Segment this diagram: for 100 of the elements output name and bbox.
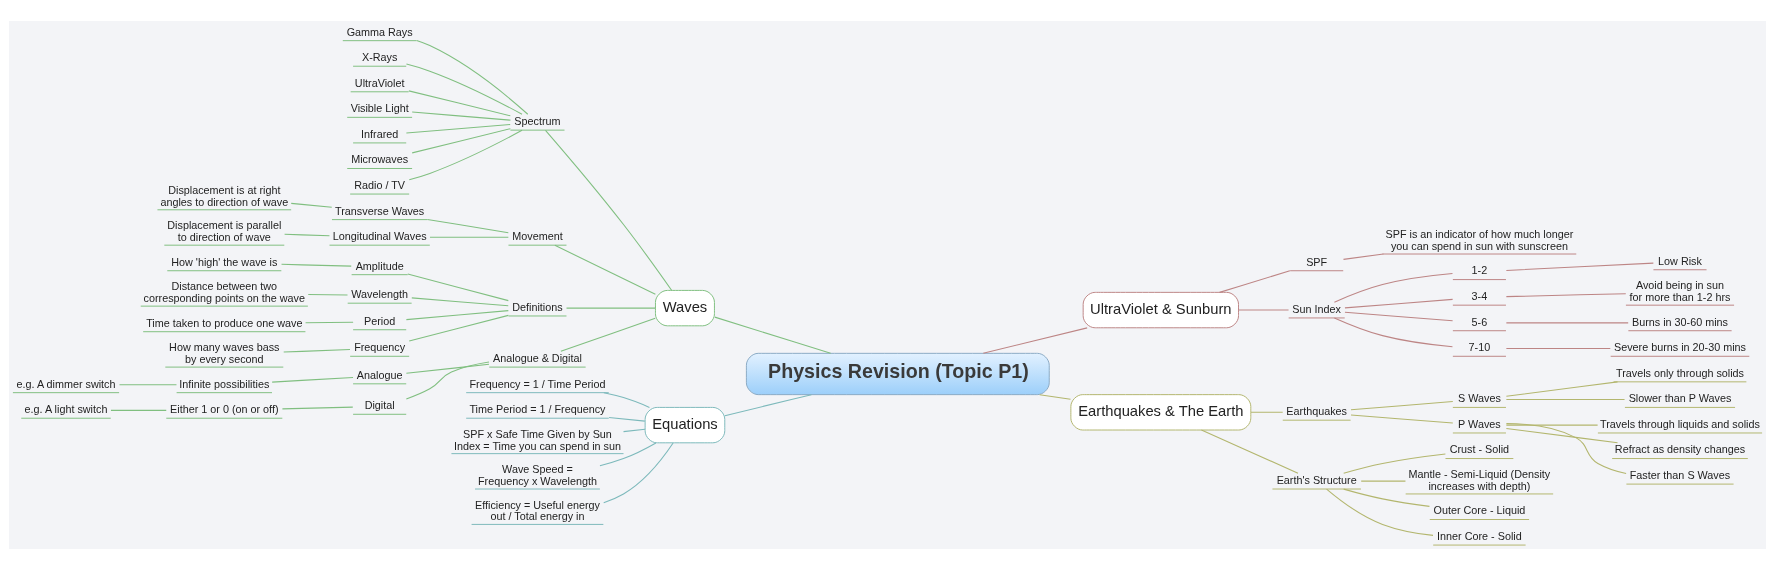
node-text: How 'high' the wave is [171, 255, 278, 268]
connector [1505, 424, 1599, 426]
connector [1238, 309, 1290, 311]
node-text: Inner Core - Solid [1437, 529, 1522, 542]
connector [110, 409, 167, 411]
connector [1505, 322, 1629, 324]
node-text: Outer Core - Liquid [1433, 504, 1526, 517]
connector [118, 384, 177, 386]
node-text: Efficiency = Useful energy out / Total energy in [475, 498, 600, 523]
node-text: Time taken to produce one wave [146, 316, 303, 329]
connector [982, 327, 1088, 354]
node-text: Time Period = 1 / Frequency [469, 403, 606, 416]
node-text: P Waves [1458, 417, 1501, 430]
node-box: UltraViolet & Sunburn [1082, 291, 1239, 329]
node-text: Earth's Structure [1276, 473, 1357, 486]
node-text: S Waves [1458, 392, 1501, 405]
connector [599, 442, 657, 467]
node-text: Displacement is parallel to direction of wave [167, 219, 282, 244]
connector [1326, 488, 1434, 536]
connector [416, 39, 529, 115]
connector [281, 263, 352, 267]
connector [1360, 480, 1406, 482]
connector [1505, 293, 1627, 298]
connector [426, 218, 509, 234]
connector [623, 428, 646, 433]
node-text: Longitudinal Waves [332, 230, 427, 243]
connector [307, 293, 349, 296]
connector [411, 111, 511, 121]
node-text: Sun Index [1292, 302, 1341, 315]
node-text: 7-10 [1468, 341, 1491, 354]
node-text: 5-6 [1471, 315, 1488, 328]
connector [544, 129, 673, 291]
node-text: Frequency [354, 341, 406, 354]
node-text: Severe burns in 20-30 mins [1613, 341, 1747, 354]
connector [714, 316, 832, 354]
node-text: e.g. A dimmer switch [16, 377, 116, 390]
node-text: Infinite possibilities [179, 377, 270, 390]
node-text: SPF x Safe Time Given by Sun Index = Time you can spend in sun [453, 427, 622, 452]
connector [560, 317, 656, 352]
connector [1505, 381, 1619, 397]
connector [1344, 298, 1454, 309]
node-text: Distance between two corresponding points on the wave [143, 280, 306, 305]
connector [429, 236, 509, 238]
node-text: Travels only through solids [1615, 366, 1745, 379]
node-text: Analogue & Digital [493, 351, 582, 364]
connector [408, 129, 523, 181]
connector [603, 392, 650, 408]
node-text: How many waves bass by every second [169, 341, 280, 365]
node-text: Frequency = 1 / Time Period [469, 377, 606, 390]
connector [1250, 411, 1284, 413]
connector [281, 406, 354, 410]
node-text: Mantle - Semi-Liquid (Density increases with depth) [1408, 468, 1551, 492]
connector [405, 123, 511, 134]
connector [1343, 453, 1446, 474]
node-text: Gamma Rays [346, 25, 413, 38]
connector [405, 310, 509, 321]
connector [1200, 429, 1299, 474]
node-text: Radio / TV [354, 178, 406, 191]
node-text: Amplitude [355, 259, 404, 272]
node-text: Low Risk [1658, 254, 1702, 267]
node-text: Wavelength [351, 288, 408, 301]
connector [290, 202, 333, 208]
connector [603, 442, 674, 504]
node-box: Waves [654, 289, 715, 327]
node-text: X-Rays [361, 51, 398, 64]
node-text: 1-2 [1471, 264, 1488, 277]
node-text: Slower than P Waves [1628, 392, 1732, 405]
node-text: Microwaves [351, 153, 409, 166]
node-text: Movement [512, 230, 563, 243]
node-text: Burns in 30-60 mins [1631, 315, 1729, 328]
connector [1219, 270, 1291, 293]
connector [305, 321, 354, 324]
connector [411, 297, 509, 307]
node-text: Visible Light [350, 102, 409, 115]
node-text: Analogue [356, 368, 403, 381]
node-text: Refract as density changes [1614, 443, 1746, 456]
connector [1343, 488, 1430, 507]
connector [1333, 317, 1453, 348]
connector [554, 244, 656, 295]
connector [1342, 253, 1384, 260]
connector [1344, 311, 1454, 322]
connector [283, 348, 351, 353]
node-text: Earthquakes [1286, 405, 1347, 418]
connector [1350, 401, 1454, 411]
node-text: Avoid being in sun for more than 1-2 hrs [1629, 279, 1731, 304]
node-text: Displacement is at right angles to direction of wave [160, 183, 289, 208]
node-text: Definitions [512, 300, 563, 313]
connector [1505, 399, 1626, 401]
node-text: SPF [1306, 255, 1328, 268]
node-text: Crust - Solid [1449, 443, 1510, 456]
node-text: Spectrum [514, 115, 561, 128]
node-text: SPF is an indicator of how much longer you can spend in sun with sunscreen [1385, 228, 1574, 252]
connector [408, 90, 511, 117]
node-text: Faster than S Waves [1629, 468, 1731, 481]
node-text: Transverse Waves [335, 204, 425, 217]
connector [608, 416, 646, 422]
node-text: Period [364, 314, 396, 327]
connector [1505, 423, 1627, 474]
connector [1505, 347, 1611, 349]
connector [408, 314, 509, 342]
